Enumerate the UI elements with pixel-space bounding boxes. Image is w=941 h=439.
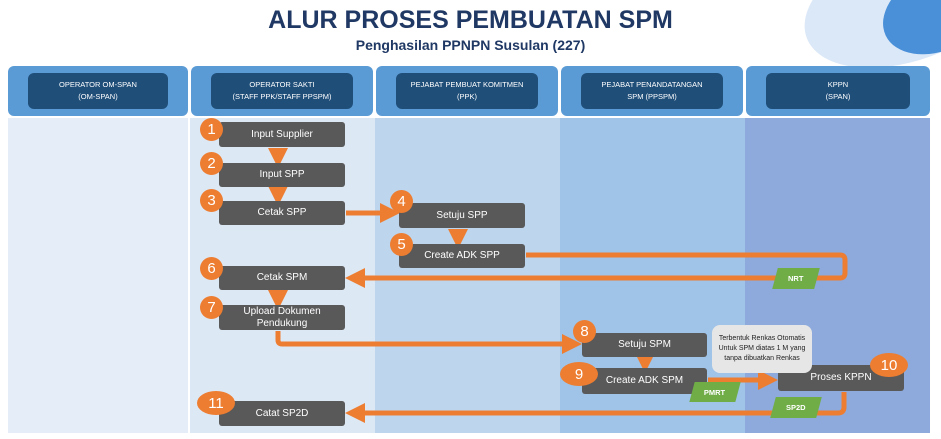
arrow-7-8	[275, 331, 582, 354]
lane-header-om-span: OPERATOR OM-SPAN (OM-SPAN)	[8, 66, 188, 116]
step-box-create-adk-spp: Create ADK SPP	[399, 244, 525, 268]
page-subtitle: Penghasilan PPNPN Susulan (227)	[355, 37, 586, 53]
lane-header-operator-sakti: OPERATOR SAKTI (STAFF PPK/STAFF PPSPM)	[191, 66, 373, 116]
step-number-1: 1	[200, 118, 223, 141]
step-number-7: 7	[200, 296, 223, 319]
step-number-10: 10	[870, 353, 908, 377]
step-box-setuju-spp: Setuju SPP	[399, 203, 525, 228]
lane-header-kppn: KPPN (SPAN)	[746, 66, 930, 116]
lane-subtitle: (SPAN)	[825, 92, 851, 101]
step-number-2: 2	[200, 152, 223, 175]
step-number-8: 8	[573, 320, 596, 343]
step-box-upload-dokumen: Upload Dokumen Pendukung	[219, 305, 345, 330]
step-number-4: 4	[390, 190, 413, 213]
step-box-cetak-spm: Cetak SPM	[219, 266, 345, 290]
page-title: ALUR PROSES PEMBUATAN SPM	[268, 6, 673, 34]
step-box-input-supplier: Input Supplier	[219, 122, 345, 147]
step-box-create-adk-spm: Create ADK SPM	[582, 368, 707, 394]
step-box-input-spp: Input SPP	[219, 163, 345, 187]
step-number-3: 3	[200, 189, 223, 212]
step-box-setuju-spm: Setuju SPM	[582, 333, 707, 357]
lane-subtitle: SPM (PPSPM)	[627, 92, 677, 101]
lane-header-ppk: PEJABAT PEMBUAT KOMITMEN (PPK)	[376, 66, 558, 116]
tag-sp2d-label: SP2D	[786, 403, 806, 412]
step-box-cetak-spp: Cetak SPP	[219, 201, 345, 225]
step-number-5: 5	[390, 233, 413, 256]
tag-nrt: NRT	[772, 268, 820, 289]
lane-title: KPPN	[827, 80, 849, 89]
tag-pmrt: PMRT	[689, 382, 741, 402]
step-number-6: 6	[200, 257, 223, 280]
lane-subtitle: (STAFF PPK/STAFF PPSPM)	[232, 92, 332, 101]
step-number-11: 11	[197, 391, 235, 415]
lane-title: PEJABAT PEMBUAT KOMITMEN	[410, 80, 524, 89]
lane-header-ppspm: PEJABAT PENANDATANGAN SPM (PPSPM)	[561, 66, 743, 116]
renkas-note: Terbentuk Renkas Otomatis Untuk SPM diat…	[712, 325, 812, 373]
tag-nrt-label: NRT	[788, 274, 804, 283]
arrow-5-6	[345, 252, 848, 288]
lane-subtitle: (PPK)	[456, 92, 477, 101]
lane-title: OPERATOR OM-SPAN	[59, 80, 137, 89]
lane-subtitle: (OM-SPAN)	[78, 92, 118, 101]
step-box-catat-sp2d: Catat SP2D	[219, 401, 345, 426]
arrow-10-11	[345, 392, 847, 423]
tag-sp2d: SP2D	[770, 397, 822, 418]
step-number-9: 9	[560, 362, 598, 386]
lane-title: OPERATOR SAKTI	[249, 80, 315, 89]
tag-pmrt-label: PMRT	[704, 387, 726, 397]
lane-title: PEJABAT PENANDATANGAN	[601, 80, 703, 89]
lane-om-span	[8, 118, 188, 433]
